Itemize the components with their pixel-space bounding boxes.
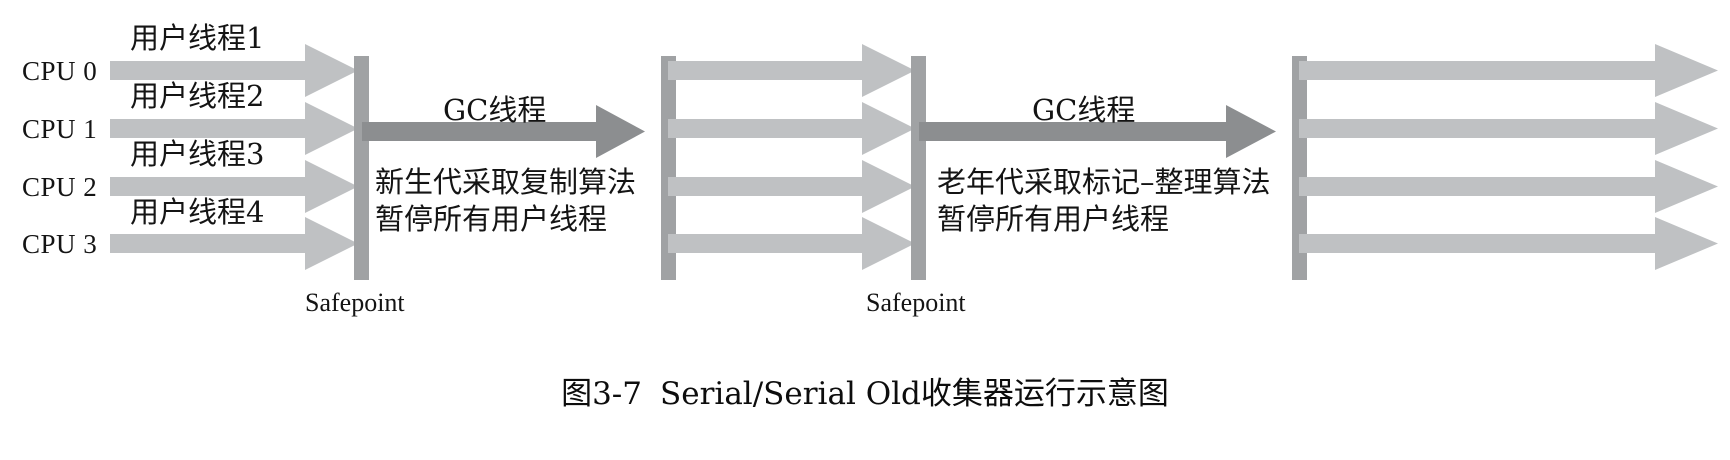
safepoint-label-2: Safepoint	[866, 288, 966, 317]
user-thread-label-4: 用户线程4	[130, 195, 265, 229]
safepoint-label-1: Safepoint	[305, 288, 405, 317]
cpu-label-2: CPU 2	[22, 172, 98, 202]
gc-thread-arrow-2	[919, 105, 1276, 158]
user-thread-label-1: 用户线程1	[130, 21, 265, 55]
safepoint-bar-4	[1292, 56, 1307, 280]
cpu-label-3: CPU 3	[22, 229, 98, 259]
cpu-label-1: CPU 1	[22, 114, 98, 144]
user-thread-arrows-segment-3	[1299, 44, 1718, 270]
user-thread-arrow-11	[1299, 160, 1718, 213]
user-thread-label-3: 用户线程3	[130, 137, 265, 171]
gc-thread-label-2: GC线程	[1032, 93, 1136, 127]
figure-caption-number: 图3-7	[561, 376, 642, 412]
user-thread-arrow-3	[110, 160, 358, 213]
user-thread-arrow-6	[668, 102, 915, 155]
gc-phase-description-1: 新生代采取复制算法 暂停所有用户线程	[375, 165, 637, 237]
safepoint-bar-1	[354, 56, 369, 280]
user-thread-arrow-5	[668, 44, 915, 97]
user-thread-arrow-10	[1299, 102, 1718, 155]
user-thread-arrow-4	[110, 217, 358, 270]
user-thread-arrows-segment-1	[110, 44, 358, 270]
gc-thread-arrow-1	[362, 105, 645, 158]
user-thread-arrow-1	[110, 44, 358, 97]
figure-caption-title: Serial/Serial Old收集器运行示意图	[660, 376, 1169, 412]
user-thread-arrow-8	[668, 217, 915, 270]
user-thread-arrows-segment-2	[668, 44, 915, 270]
gc-thread-label-1: GC线程	[443, 93, 547, 127]
user-thread-label-2: 用户线程2	[130, 79, 265, 113]
user-thread-arrow-2	[110, 102, 358, 155]
user-thread-arrow-9	[1299, 44, 1718, 97]
user-thread-arrow-7	[668, 160, 915, 213]
safepoint-bar-2	[661, 56, 676, 280]
figure-caption: 图3-7 Serial/Serial Old收集器运行示意图	[0, 368, 1730, 413]
user-thread-arrow-12	[1299, 217, 1718, 270]
gc-phase-description-2: 老年代采取标记–整理算法 暂停所有用户线程	[937, 165, 1271, 237]
cpu-label-0: CPU 0	[22, 56, 98, 86]
safepoint-bar-3	[911, 56, 926, 280]
